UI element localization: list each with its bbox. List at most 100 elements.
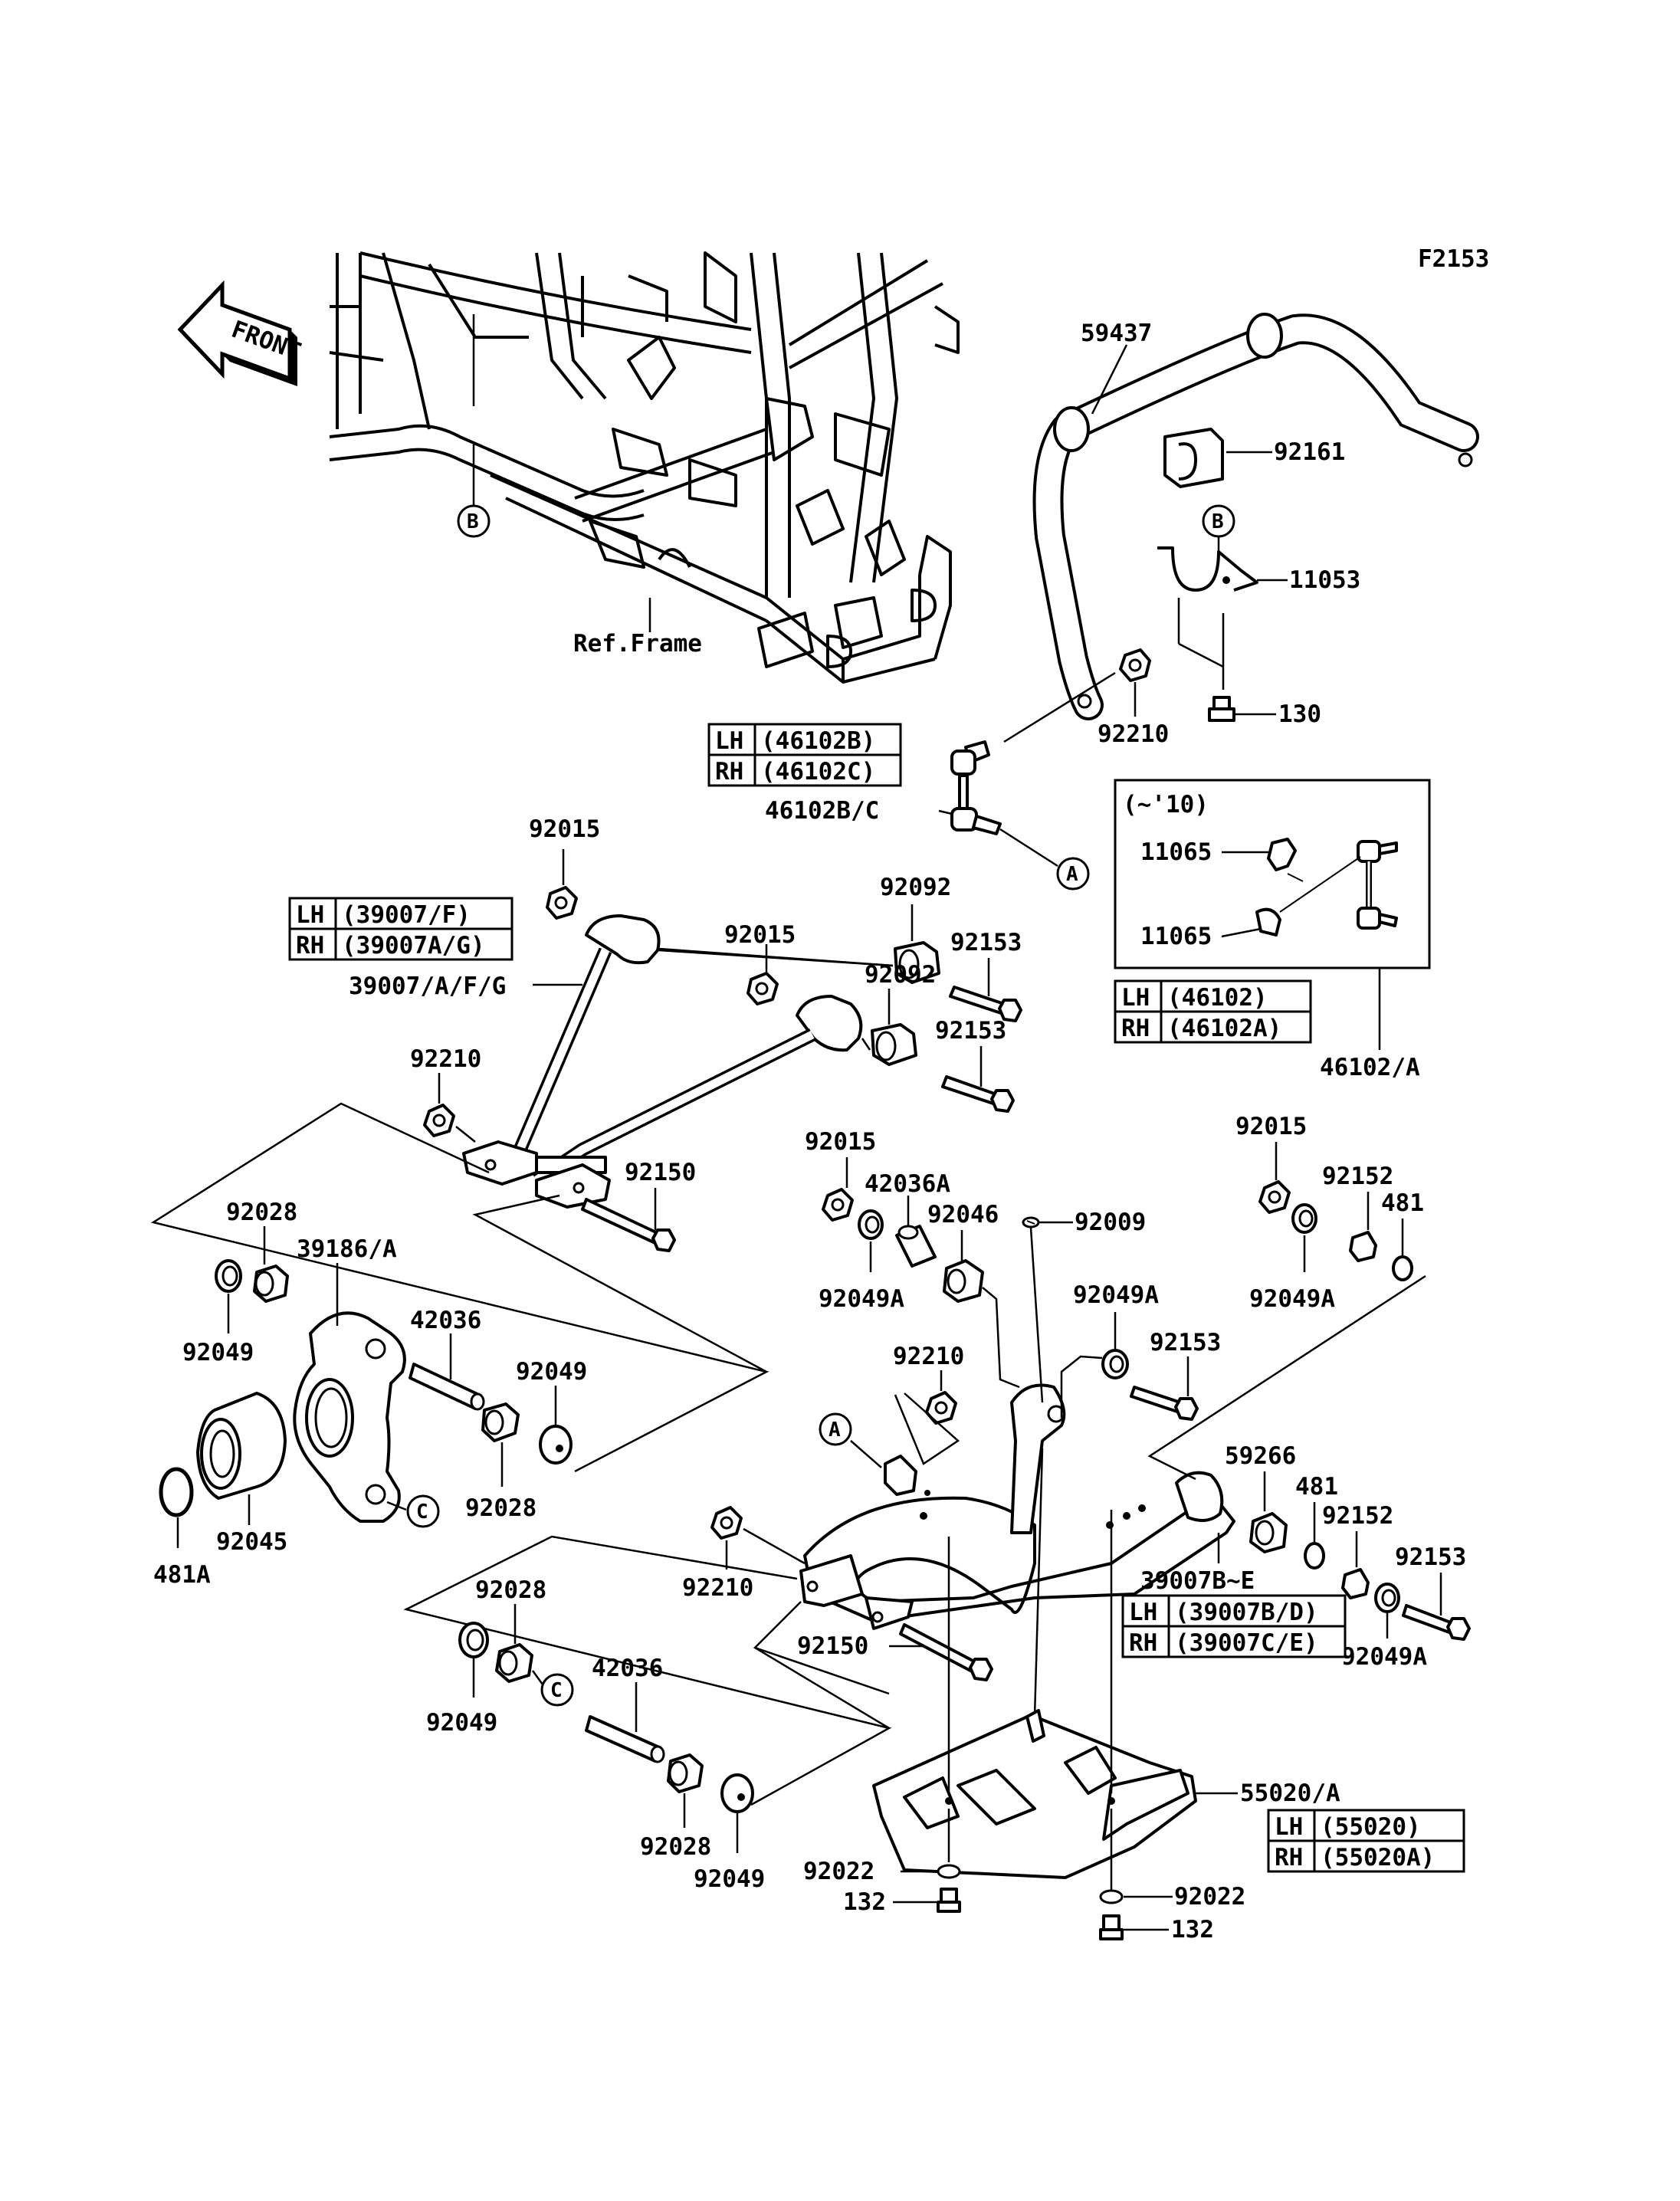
svg-text:LH: LH <box>296 901 324 929</box>
clamp-11053 <box>1157 546 1258 592</box>
svg-text:(39007A/G): (39007A/G) <box>342 932 485 959</box>
collar-92152-b <box>1341 1568 1370 1599</box>
bushing-92092-b <box>871 1023 917 1066</box>
seal-92049-c <box>458 1622 489 1658</box>
part-46102a: 46102/A <box>1320 1054 1420 1081</box>
svg-text:B: B <box>1212 510 1224 533</box>
svg-text:LH: LH <box>1129 1599 1157 1626</box>
seal-92049-a <box>215 1259 242 1293</box>
ref-marker-a: A <box>819 1412 852 1446</box>
leader-line <box>999 828 1058 868</box>
collar-92152-a <box>1349 1231 1377 1262</box>
circlip-481-b <box>1304 1542 1325 1570</box>
nut-92015-b <box>746 972 779 1005</box>
svg-text:(46102): (46102) <box>1167 984 1268 1012</box>
leader-line <box>850 1440 882 1468</box>
leader-line <box>1033 1448 1044 1717</box>
bolt-92153-b <box>941 1075 1015 1113</box>
leader-line <box>472 1194 767 1373</box>
bolt-92150-b <box>899 1623 993 1681</box>
leader-line <box>150 1102 769 1473</box>
collar-42036-a <box>409 1363 485 1411</box>
part-92152-b: 92152 <box>1322 1502 1393 1530</box>
seal-92049a-c <box>1291 1203 1317 1234</box>
part-92210-left: 92210 <box>410 1045 481 1073</box>
bushing-92046 <box>943 1259 984 1303</box>
part-92092-b: 92092 <box>865 961 936 989</box>
part-46102bc: 46102B/C <box>765 797 879 825</box>
svg-text:(46102A): (46102A) <box>1167 1015 1281 1042</box>
table-39007: LH (39007/F) RH (39007A/G) <box>288 897 514 961</box>
leader-line <box>403 1535 892 1806</box>
bracket-icon <box>884 1455 917 1496</box>
part-481-b: 481 <box>1295 1473 1338 1501</box>
leader-line <box>1091 344 1128 415</box>
svg-text:LH: LH <box>1275 1813 1303 1841</box>
part-92015-a: 92015 <box>529 815 600 843</box>
svg-text:(39007/F): (39007/F) <box>342 901 471 929</box>
part-92049-b: 92049 <box>516 1358 587 1386</box>
part-132-b: 132 <box>1171 1916 1214 1944</box>
part-92015-b: 92015 <box>724 921 796 949</box>
nut-92210-left <box>423 1104 455 1137</box>
part-42036a: 42036A <box>865 1170 950 1198</box>
nut-92210-low <box>710 1506 743 1540</box>
svg-text:A: A <box>1066 863 1078 886</box>
inset-year: (~'10) <box>1123 791 1209 818</box>
svg-text:RH: RH <box>296 932 324 959</box>
ref-marker-b: B <box>457 504 491 538</box>
part-92045: 92045 <box>216 1528 287 1556</box>
svg-text:RH: RH <box>1275 1844 1303 1871</box>
part-59266: 59266 <box>1225 1442 1296 1470</box>
seal-92049-d <box>720 1773 754 1813</box>
part-92092-a: 92092 <box>880 874 951 901</box>
seal-92049a-a <box>858 1209 884 1240</box>
part-92028-a: 92028 <box>226 1199 297 1226</box>
upper-arm-39007 <box>462 914 863 1209</box>
part-92210-low: 92210 <box>682 1574 753 1602</box>
frame-drawing <box>329 251 960 684</box>
part-92150-b: 92150 <box>797 1632 868 1660</box>
bushing-92028-a <box>253 1265 289 1303</box>
svg-text:C: C <box>416 1501 428 1524</box>
part-92028-b: 92028 <box>465 1494 536 1522</box>
part-11065-b: 11065 <box>1140 923 1212 950</box>
svg-text:LH: LH <box>1121 984 1150 1012</box>
bushing-59266 <box>1249 1512 1288 1553</box>
svg-text:(46102C): (46102C) <box>761 758 875 786</box>
table-55020: LH (55020) RH (55020A) <box>1267 1809 1465 1873</box>
part-92152-a: 92152 <box>1322 1163 1393 1190</box>
svg-text:C: C <box>550 1679 563 1702</box>
svg-text:(46102B): (46102B) <box>761 727 875 755</box>
part-92015-c: 92015 <box>805 1128 876 1156</box>
circlip-481-a <box>1392 1255 1413 1281</box>
bushing-92028-b <box>481 1402 520 1442</box>
circlip-481a <box>159 1467 194 1517</box>
leader-line <box>753 1601 890 1730</box>
part-92046: 92046 <box>927 1201 999 1228</box>
leader-line <box>1003 671 1116 743</box>
leader-line <box>1060 1355 1103 1418</box>
washer-92022-b <box>1099 1889 1124 1904</box>
lower-arm-39007b <box>799 1383 1235 1630</box>
leader-line <box>861 1038 871 1051</box>
leader-line <box>455 1126 476 1143</box>
table-46102: LH (46102) RH (46102A) <box>1114 979 1312 1044</box>
part-42036-a: 42036 <box>410 1307 481 1334</box>
svg-text:RH: RH <box>1129 1629 1157 1657</box>
seal-92049a-b <box>1101 1349 1129 1379</box>
leader-line <box>754 1646 890 1695</box>
bushing-92028-d <box>667 1753 704 1793</box>
part-92161: 92161 <box>1274 438 1345 466</box>
part-39007be: 39007B~E <box>1140 1567 1255 1595</box>
part-92049a-b: 92049A <box>1073 1281 1159 1309</box>
svg-text:LH: LH <box>715 727 743 755</box>
bushing-92092-a <box>894 941 940 984</box>
svg-text:A: A <box>829 1419 841 1442</box>
part-92028-c: 92028 <box>475 1576 546 1604</box>
bolt-132-b <box>1099 1914 1124 1940</box>
svg-text:(39007B/D): (39007B/D) <box>1175 1599 1318 1626</box>
part-130: 130 <box>1278 700 1321 728</box>
